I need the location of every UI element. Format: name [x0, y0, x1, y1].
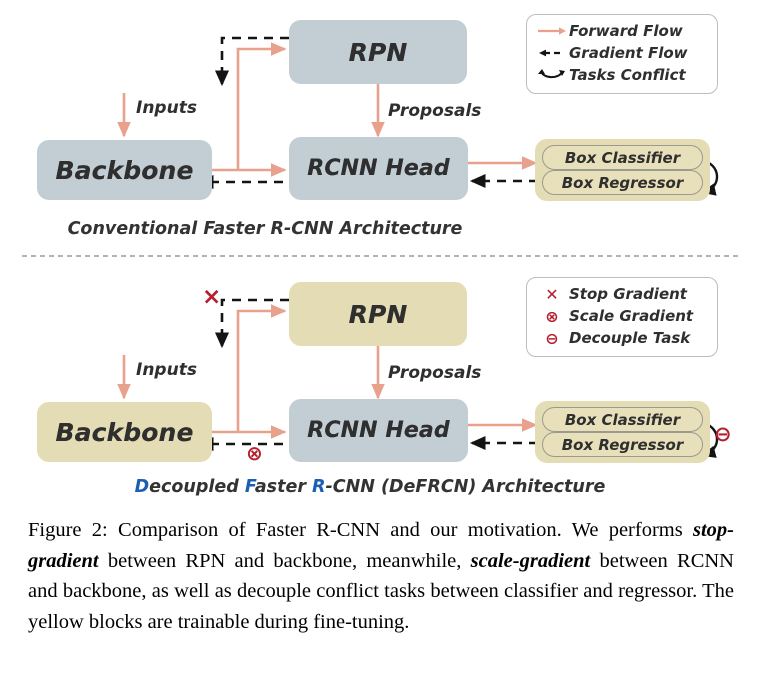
bottom-legend: ✕ Stop Gradient ⊗ Scale Gradient ⊖ Decou…: [526, 277, 718, 357]
caption-part-3: between RCNN and backbone, as well as de…: [28, 549, 734, 633]
top-head-group: Box Classifier Box Regressor: [535, 139, 710, 201]
caption-part-1: Figure 2: Comparison of Faster R-CNN and…: [28, 519, 693, 541]
legend-label-decouple-task: Decouple Task: [569, 329, 691, 347]
legend-row-scale-gradient: ⊗ Scale Gradient: [535, 305, 708, 327]
top-box-classifier[interactable]: Box Classifier: [542, 145, 703, 170]
legend-label-gradient-flow: Gradient Flow: [569, 44, 688, 62]
top-legend: Forward Flow Gradient Flow Tasks Conflic…: [526, 14, 718, 94]
scale-gradient-marker: ⊗: [246, 441, 263, 465]
bottom-block-backbone[interactable]: Backbone: [37, 402, 212, 462]
legend-row-tasks-conflict: Tasks Conflict: [535, 64, 708, 86]
figure-caption: Figure 2: Comparison of Faster R-CNN and…: [28, 515, 734, 637]
bottom-box-regressor[interactable]: Box Regressor: [542, 432, 703, 457]
caption-part-2: between RPN and backbone, meanwhile,: [98, 549, 471, 572]
caption-bold-scale-gradient: scale-gradient: [470, 549, 591, 572]
bottom-label-inputs: Inputs: [136, 360, 197, 380]
stop-gradient-marker: ×: [202, 284, 222, 310]
top-block-backbone[interactable]: Backbone: [37, 140, 212, 200]
legend-row-decouple-task: ⊖ Decouple Task: [535, 327, 708, 349]
top-block-rcnn-head[interactable]: RCNN Head: [289, 137, 468, 200]
legend-label-scale-gradient: Scale Gradient: [569, 307, 694, 325]
dashed-back-arrow-icon: [535, 47, 569, 59]
legend-label-forward-flow: Forward Flow: [569, 22, 683, 40]
top-box-regressor[interactable]: Box Regressor: [542, 170, 703, 195]
top-diagram-caption: Conventional Faster R-CNN Architecture: [67, 219, 463, 239]
cross-icon: ✕: [545, 284, 559, 304]
forward-arrow-icon: [535, 25, 569, 37]
decouple-task-marker: ⊖: [714, 422, 732, 446]
bottom-box-classifier[interactable]: Box Classifier: [542, 407, 703, 432]
legend-label-tasks-conflict: Tasks Conflict: [569, 66, 686, 84]
top-label-proposals: Proposals: [388, 101, 482, 121]
bottom-block-rcnn-head[interactable]: RCNN Head: [289, 399, 468, 462]
bottom-label-proposals: Proposals: [388, 363, 482, 383]
caption-bold-stop-gradient: stop-gradient: [28, 519, 734, 572]
bottom-head-group: Box Classifier Box Regressor: [535, 401, 710, 463]
circled-minus-icon: ⊖: [545, 328, 559, 348]
legend-row-stop-gradient: ✕ Stop Gradient: [535, 283, 708, 305]
legend-label-stop-gradient: Stop Gradient: [569, 285, 687, 303]
legend-row-gradient-flow: Gradient Flow: [535, 42, 708, 64]
top-label-inputs: Inputs: [136, 98, 197, 118]
curved-conflict-arrow-icon: [535, 68, 569, 82]
legend-row-forward-flow: Forward Flow: [535, 20, 708, 42]
bottom-diagram-caption: Decoupled Faster R-CNN (DeFRCN) Architec…: [134, 477, 606, 497]
circled-times-icon: ⊗: [545, 306, 559, 326]
bottom-block-rpn[interactable]: RPN: [289, 282, 467, 346]
top-block-rpn[interactable]: RPN: [289, 20, 467, 84]
